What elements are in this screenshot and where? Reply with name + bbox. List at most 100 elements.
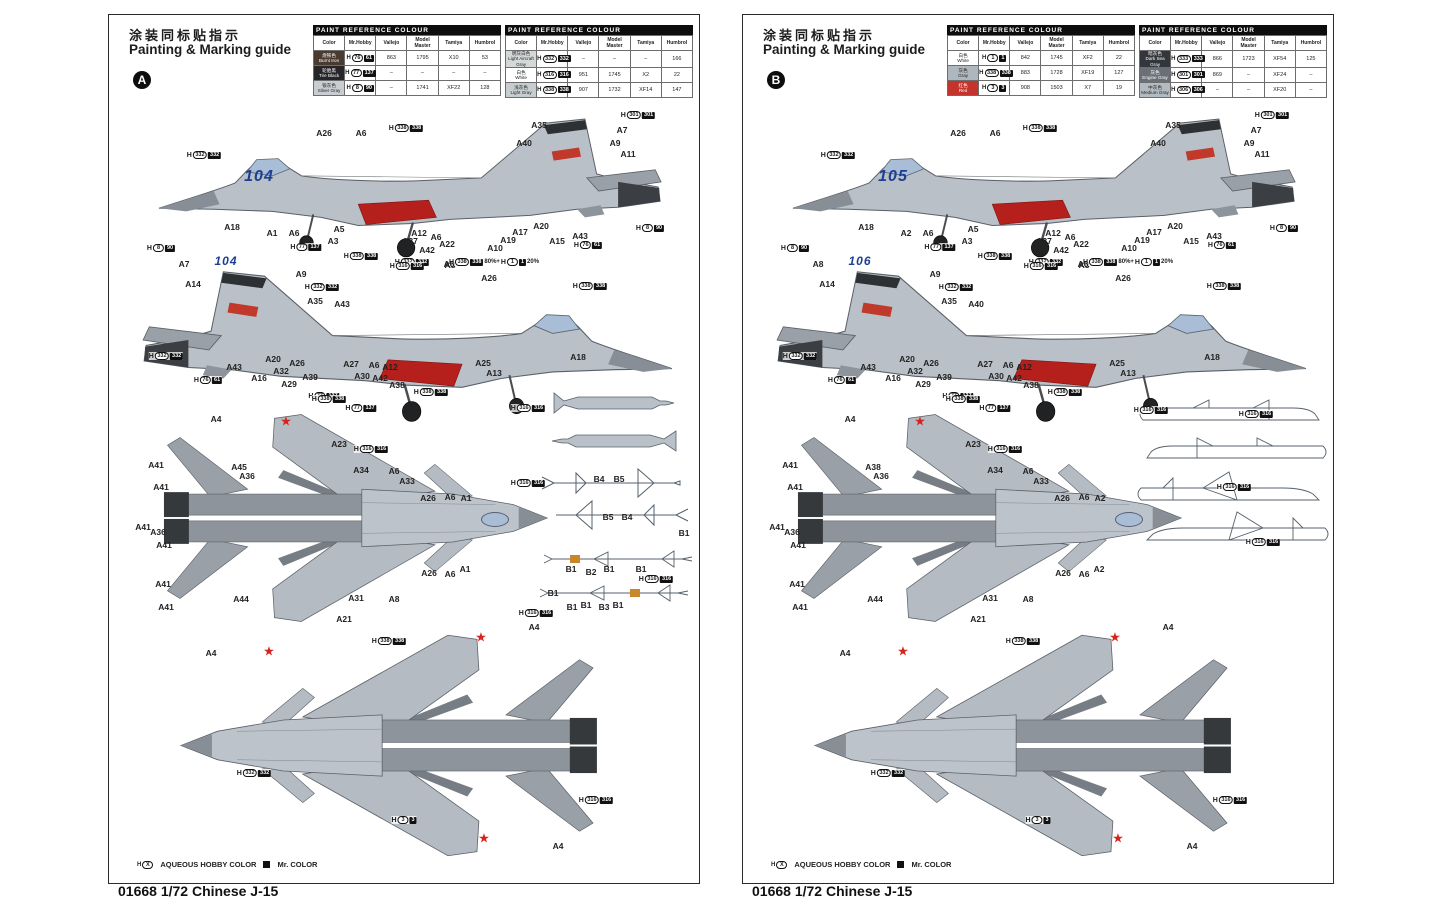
part-callout: A35 [1165, 120, 1181, 130]
part-callout: A11 [620, 149, 636, 159]
part-callout: A41 [158, 602, 174, 612]
part-callout: A34 [353, 465, 369, 475]
part-callout: A17 [512, 227, 528, 237]
part-callout: A4 [1186, 841, 1198, 851]
paint-table-column: Color [504, 35, 538, 51]
page-title-chinese: 涂装同标贴指示 [129, 28, 242, 43]
part-callout: A18 [224, 222, 240, 232]
mr-color-label: Mr. COLOR [911, 860, 952, 869]
part-callout: A12 [382, 362, 398, 372]
part-callout: A26 [481, 273, 497, 283]
page-panel-a: 涂装同标贴指示 Painting & Marking guide A PAINT… [108, 14, 700, 884]
part-callout: A7 [1250, 125, 1262, 135]
part-callout: A31 [348, 593, 364, 603]
part-callout: A41 [769, 522, 785, 532]
scheme-letter-badge: B [767, 71, 785, 89]
page-panel-b: 涂装同标贴指示 Painting & Marking guide B PAINT… [742, 14, 1334, 884]
paint-table-column: Vallejo [1201, 35, 1234, 51]
part-callout: A40 [968, 299, 984, 309]
part-callout: A9 [929, 269, 941, 279]
part-callout: A12 [1016, 362, 1032, 372]
model-master-code: 1741 [406, 80, 439, 96]
part-callout: A42 [419, 245, 435, 255]
part-callout: A35 [307, 296, 323, 306]
canopy-top-view [481, 512, 509, 527]
part-callout: A1 [460, 493, 472, 503]
part-callout: A35 [531, 120, 547, 130]
part-callout: A13 [486, 368, 502, 378]
part-callout: A36 [873, 471, 889, 481]
part-callout: A26 [420, 493, 436, 503]
mr-color-swatch-icon [897, 861, 905, 868]
part-callout: A35 [941, 296, 957, 306]
paint-table-column: Tamiya [629, 35, 662, 51]
part-callout: A4 [844, 414, 856, 424]
part-callout: B3 [598, 602, 610, 612]
part-callout: A22 [1073, 239, 1089, 249]
part-callout: A16 [251, 373, 267, 383]
part-callout: A20 [265, 354, 281, 364]
part-callout: A43 [334, 299, 350, 309]
kit-number-title: 01668 1/72 Chinese J-15 [118, 883, 279, 899]
part-callout: B1 [580, 600, 592, 610]
part-callout: A5 [333, 224, 345, 234]
part-callout: B4 [593, 474, 605, 484]
paint-table-column: Mr.Hobby [1170, 35, 1203, 51]
part-callout: A1 [266, 228, 278, 238]
part-callout: A26 [289, 358, 305, 368]
part-callout: A42 [1006, 373, 1022, 383]
part-callout: A4 [552, 841, 564, 851]
part-callout: A26 [1054, 493, 1070, 503]
mr-color-swatch-icon [263, 861, 271, 868]
part-callout: A45 [231, 462, 247, 472]
part-callout: B1 [678, 528, 690, 538]
humbrol-code: – [1294, 81, 1328, 98]
part-callout: A19 [1134, 235, 1150, 245]
part-callout: A1 [459, 564, 471, 574]
paint-table-column: Mr.Hobby [536, 35, 569, 51]
insignia-star: ★ [914, 413, 926, 429]
mr-color-label: Mr. COLOR [277, 860, 318, 869]
part-callout: A4 [839, 648, 851, 658]
part-callout: A6 [444, 569, 456, 579]
part-callout: A2 [1093, 564, 1105, 574]
part-callout: A19 [500, 235, 516, 245]
part-callout: A26 [950, 128, 966, 138]
paint-table-title: PAINT REFERENCE COLOUR [947, 25, 1135, 35]
part-callout: A23 [965, 439, 981, 449]
part-callout: A41 [790, 540, 806, 550]
part-callout: A6 [1077, 259, 1089, 269]
